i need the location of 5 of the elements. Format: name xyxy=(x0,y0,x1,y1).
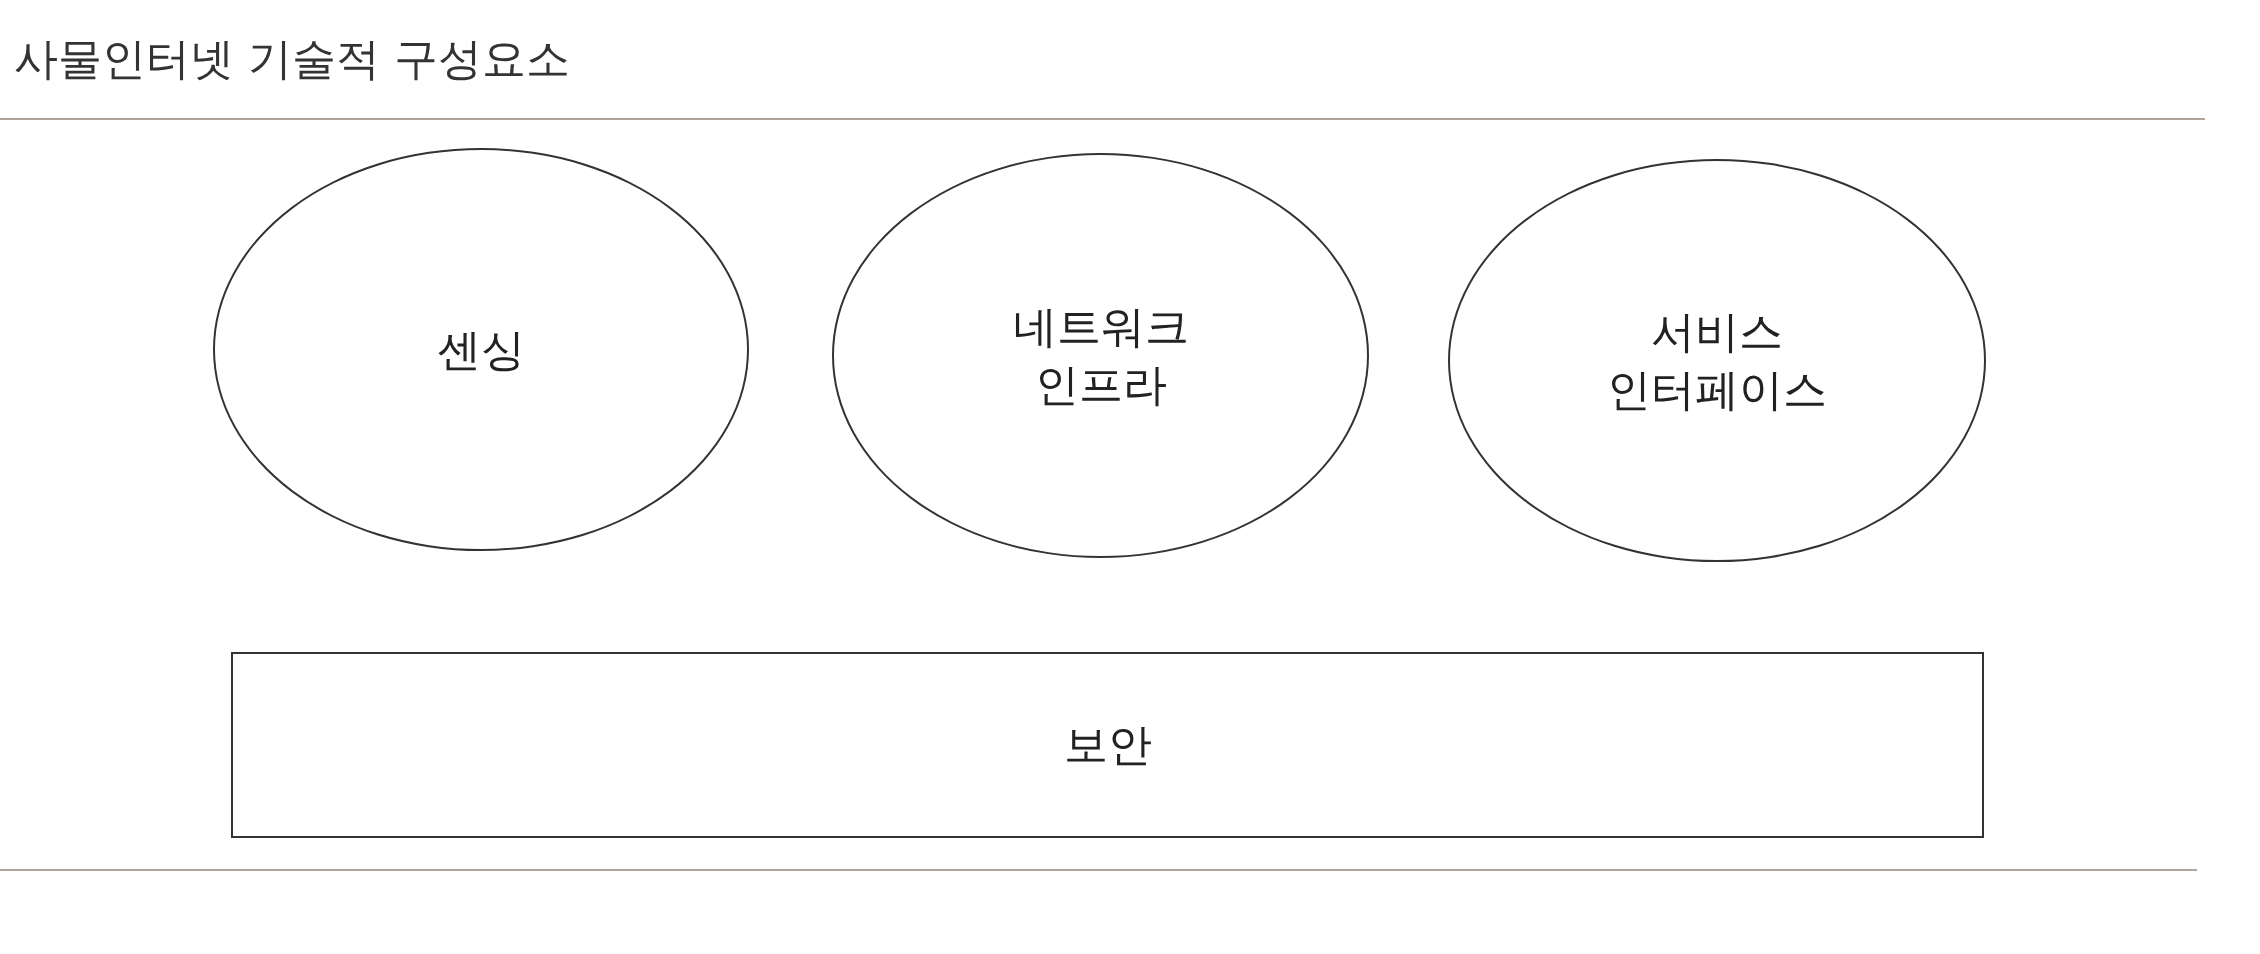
ellipse: 네트워크 인프라 xyxy=(832,153,1369,558)
title: 사물인터넷 기술적 구성요소 xyxy=(14,32,570,86)
ellipse: 서비스 인터페이스 xyxy=(1448,159,1986,562)
box: 보안 xyxy=(231,652,1984,838)
ellipse: 센싱 xyxy=(213,148,749,551)
